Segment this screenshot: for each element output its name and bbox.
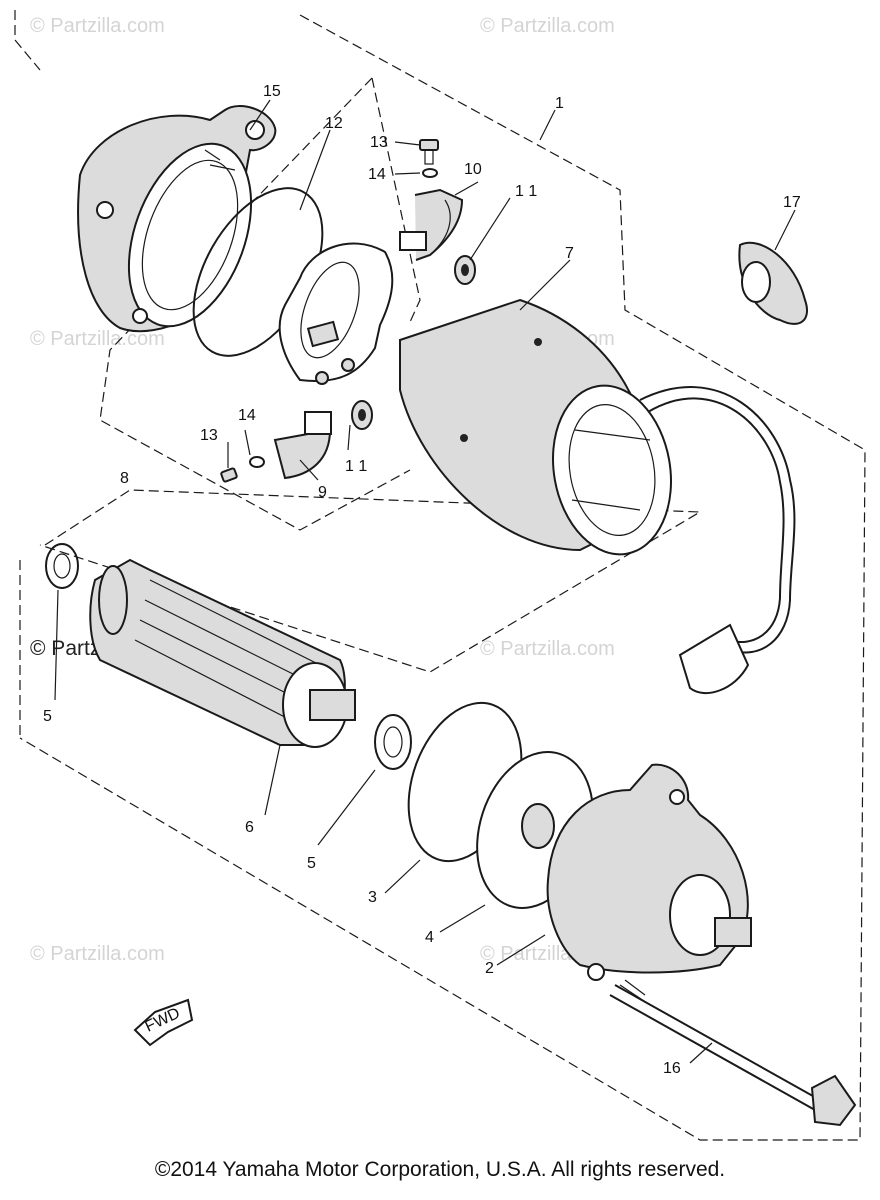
part-6-armature bbox=[89, 558, 356, 748]
callout-4: 4 bbox=[425, 929, 434, 946]
callout-11-top: 1 1 bbox=[515, 183, 537, 200]
callout-9: 9 bbox=[318, 484, 327, 501]
boundary-line-outer bbox=[19, 14, 866, 1141]
watermark-text: © Partzilla.com bbox=[30, 943, 165, 965]
callout-3: 3 bbox=[368, 889, 377, 906]
callout-2: 2 bbox=[485, 960, 494, 977]
part-14-washer-bottom bbox=[249, 456, 265, 468]
part-9-brush-lower bbox=[273, 411, 332, 480]
copyright-notice: ©2014 Yamaha Motor Corporation, U.S.A. A… bbox=[154, 1158, 726, 1181]
callout-14-bottom: 14 bbox=[238, 407, 256, 424]
callout-1: 1 bbox=[555, 95, 564, 112]
part-8-brush-holder-plate bbox=[278, 242, 394, 385]
boundary-line bbox=[14, 10, 41, 71]
watermark-text: © Partzilla.com bbox=[30, 15, 165, 37]
part-10-brush bbox=[399, 188, 464, 261]
boundary-line-brush bbox=[371, 77, 421, 323]
assembly-boundaries bbox=[14, 10, 866, 1141]
part-13-screw-bottom bbox=[220, 467, 238, 483]
part-11-bearing-top bbox=[454, 255, 476, 285]
part-13-screw-top bbox=[419, 139, 439, 165]
callout-13-bottom: 13 bbox=[200, 427, 218, 444]
callout-12: 12 bbox=[325, 115, 343, 132]
leader-lines bbox=[54, 99, 796, 1064]
part-17-terminal-cap bbox=[738, 241, 808, 325]
fwd-arrow: FWD bbox=[133, 998, 194, 1047]
callout-8: 8 bbox=[120, 470, 129, 487]
callout-10: 10 bbox=[464, 161, 482, 178]
part-2-rear-cover bbox=[546, 763, 752, 981]
callouts: 1 2 3 4 5 5 6 7 8 9 10 1 1 1 1 12 13 13 … bbox=[43, 83, 801, 1077]
callout-16: 16 bbox=[663, 1060, 681, 1077]
part-5-washer-left bbox=[45, 543, 79, 589]
callout-15: 15 bbox=[263, 83, 281, 100]
watermark-text: © Partzilla.com bbox=[480, 638, 615, 660]
part-15-front-cover bbox=[77, 105, 277, 333]
part-14-washer-top bbox=[422, 168, 438, 178]
callout-7: 7 bbox=[565, 245, 574, 262]
part-5-washer-right bbox=[374, 714, 412, 770]
part-16-through-bolt bbox=[609, 979, 857, 1127]
callout-5-left: 5 bbox=[43, 708, 52, 725]
part-7-yoke bbox=[399, 298, 796, 694]
callout-5-right: 5 bbox=[307, 855, 316, 872]
watermark-text: © Partzilla.com bbox=[480, 15, 615, 37]
part-11-bearing-bottom bbox=[351, 400, 373, 430]
watermark-text: © Partzilla.com bbox=[30, 328, 165, 350]
callout-14-top: 14 bbox=[368, 166, 386, 183]
callout-13-top: 13 bbox=[370, 134, 388, 151]
boundary-line-armature bbox=[39, 489, 703, 673]
callout-11-bottom: 1 1 bbox=[345, 458, 367, 475]
callout-6: 6 bbox=[245, 819, 254, 836]
callout-17: 17 bbox=[783, 194, 801, 211]
